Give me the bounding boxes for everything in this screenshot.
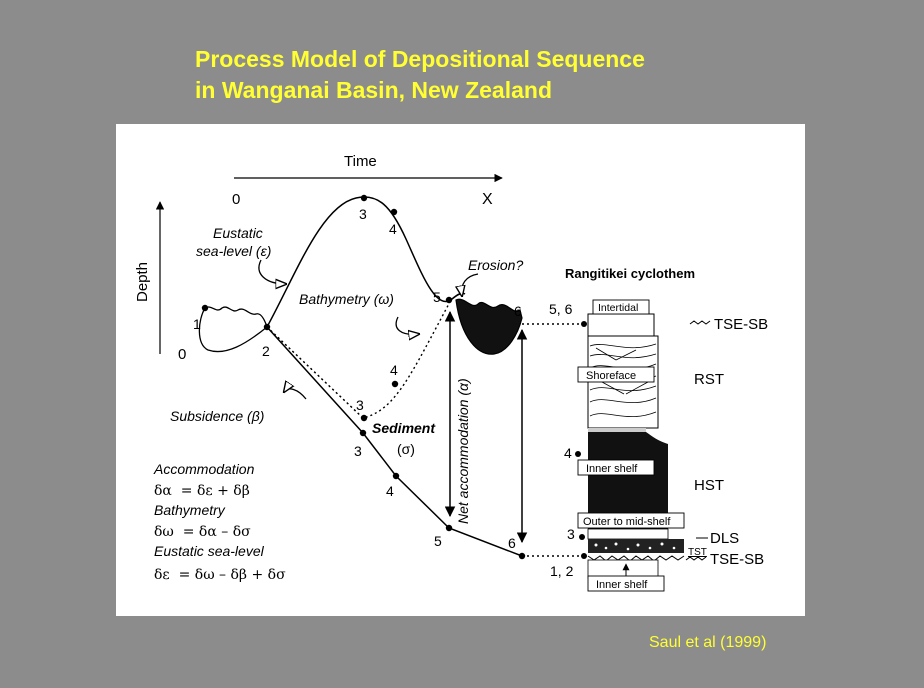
title-line-1: Process Model of Depositional Sequence (195, 46, 645, 72)
curve-points (201, 194, 526, 560)
cyclothem-12-label: 1, 2 (550, 563, 574, 579)
eq-accommodation: δα = δε + δβ (154, 483, 250, 499)
point-labels: 1 2 3 4 5 6 3 4 3 4 5 6 (193, 206, 522, 551)
tst-shell-speckles (594, 542, 676, 551)
lower-inner-shelf-band (587, 559, 659, 579)
point-dot-su5 (445, 524, 453, 532)
point-eu3-label: 3 (359, 206, 367, 222)
point-dot-su3 (359, 429, 367, 437)
outer-shelf-band (587, 528, 669, 540)
point-1-label: 1 (193, 316, 201, 332)
equations-block: Accommodation δα = δε + δβ Bathymetry δω… (153, 461, 286, 583)
shoreface-label: Shoreface (586, 370, 636, 382)
point-su3-label: 3 (354, 443, 362, 459)
eustatic-label-1: Eustatic (213, 225, 263, 241)
intertidal-band (587, 313, 655, 337)
point-su5-label: 5 (434, 533, 442, 549)
cyclothem-title: Rangitikei cyclothem (565, 266, 695, 281)
point-dot-ba4 (391, 380, 399, 388)
subsidence-label: Subsidence (β) (170, 408, 264, 424)
outer-mid-shelf-box (577, 512, 685, 529)
hst-label: HST (694, 477, 724, 494)
erosion-lens (455, 298, 523, 355)
depth-zero-label: 0 (178, 346, 186, 363)
cyclothem-dot-12 (581, 553, 587, 559)
depth-axis-label: Depth (134, 262, 151, 302)
eustatic-label-2: sea-level (ε) (196, 243, 271, 259)
point-dot-su6 (518, 552, 526, 560)
eq-eustatic: δε = δω – δβ + δσ (154, 567, 286, 583)
cyclothem-dot-3 (579, 534, 585, 540)
erosion-label: Erosion? (468, 257, 523, 273)
tst-label: TST (688, 547, 707, 558)
net-accommodation-label: Net accommodation (α) (455, 378, 471, 524)
tse-sb-top-squiggle (689, 320, 711, 325)
cyclothem-dot-4 (575, 451, 581, 457)
eustatic-curve (266, 196, 466, 328)
time-end-label: X (482, 191, 493, 208)
subsidence-guide (266, 326, 364, 419)
diagram-panel: Time 0 X Depth 0 (116, 124, 805, 616)
eq-heading-eustatic: Eustatic sea-level (154, 543, 265, 559)
cyclothem-dot-56 (581, 321, 587, 327)
point-ba4-label: 4 (390, 362, 398, 378)
time-axis-label: Time (344, 153, 377, 170)
tse-sb-bottom-surface (587, 555, 685, 562)
eq-heading-bathymetry: Bathymetry (154, 502, 226, 518)
point-dot-1 (201, 304, 209, 312)
inner-shelf-upper-label: Inner shelf (586, 463, 638, 475)
shoreface-box (577, 366, 655, 383)
eq-heading-accommodation: Accommodation (153, 461, 255, 477)
initial-curve (198, 306, 268, 353)
curve-labels: Eustatic sea-level (ε) Bathymetry (ω) Su… (170, 225, 523, 524)
cyclothem-column: Rangitikei cyclothem (549, 266, 768, 592)
intertidal-label: Intertidal (598, 302, 638, 314)
tst-band (588, 539, 684, 553)
bathymetry-pointer (395, 316, 419, 334)
point-dot-eu5 (445, 296, 453, 304)
dls-label: DLS (710, 530, 739, 547)
subsidence-pointer (284, 389, 307, 400)
inner-shelf-lower-label: Inner shelf (596, 579, 648, 591)
point-dot-su4 (392, 472, 400, 480)
point-2-label: 2 (262, 343, 270, 359)
point-eu4-label: 4 (389, 221, 397, 237)
outer-mid-shelf-label: Outer to mid-shelf (583, 516, 671, 528)
point-su4-label: 4 (386, 483, 394, 499)
cyclothem-3-label: 3 (567, 526, 575, 542)
point-ba3-label: 3 (356, 397, 364, 413)
transition-band (588, 428, 646, 432)
cyclothem-56-label: 5, 6 (549, 301, 573, 317)
erosion-pointer (462, 273, 479, 296)
eustatic-pointer (258, 259, 286, 284)
title-line-2: in Wanganai Basin, New Zealand (195, 77, 552, 103)
intertidal-box (592, 299, 650, 315)
time-start-label: 0 (232, 191, 240, 208)
point-dot-ba3 (360, 414, 368, 422)
process-model-diagram: Time 0 X Depth 0 (134, 153, 768, 592)
sediment-label-2: (σ) (397, 441, 415, 457)
inner-shelf-upper-box (577, 459, 655, 476)
slide-title: Process Model of Depositional Sequence i… (195, 44, 645, 106)
bathymetry-label: Bathymetry (ω) (299, 291, 394, 307)
point-su6-label: 6 (508, 535, 516, 551)
rst-label: RST (694, 371, 724, 388)
tse-sb-top-label: TSE-SB (714, 316, 768, 333)
citation: Saul et al (1999) (649, 634, 767, 651)
cyclothem-4-label: 4 (564, 445, 572, 461)
eq-bathymetry: δω = δα – δσ (154, 524, 251, 540)
inner-shelf-lower-box (587, 575, 665, 592)
point-dot-eu3 (360, 194, 368, 202)
point-dot-eu4 (390, 208, 398, 216)
tse-sb-bottom-label: TSE-SB (710, 551, 764, 568)
point-dot-2 (263, 323, 271, 331)
point-eu5-label: 5 (433, 289, 441, 305)
point-eu6-label: 6 (514, 303, 522, 319)
sediment-label-1: Sediment (372, 420, 436, 436)
tse-sb-bottom-squiggle (685, 556, 707, 561)
inner-shelf-dark-band (588, 432, 668, 529)
